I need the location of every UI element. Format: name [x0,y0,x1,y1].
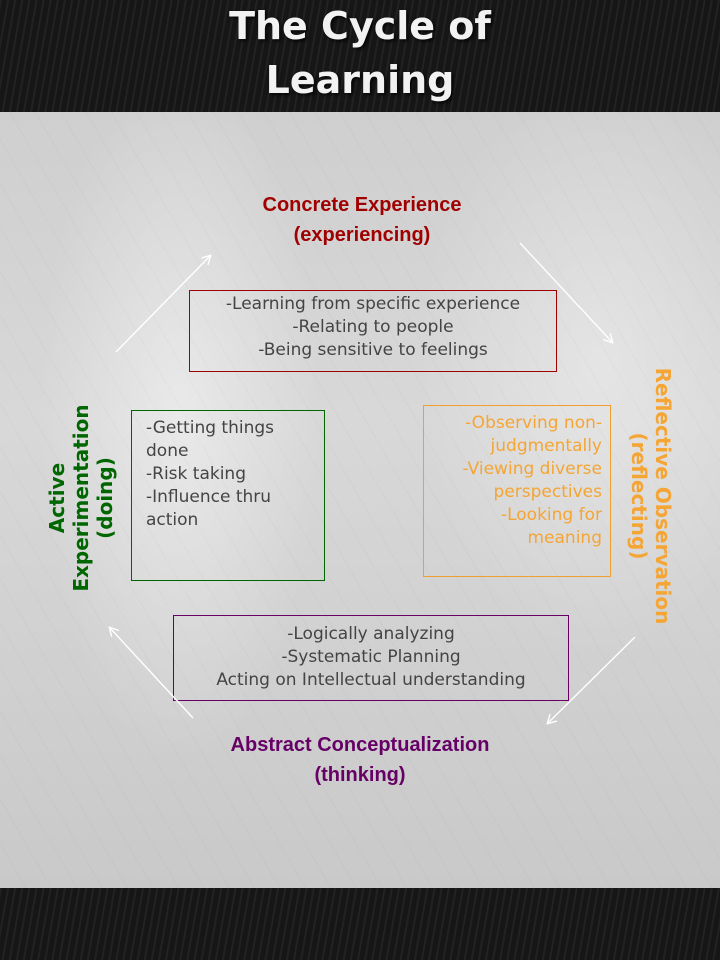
slide-title-line-2: Learning [265,58,455,102]
arrow-abstract-to-active [110,628,194,719]
concrete-experience-box: -Learning from specific experience -Rela… [189,290,557,372]
concrete-item: -Learning from specific experience [225,294,521,314]
slide-title-line-1: The Cycle of [229,4,491,48]
diagram-background [0,112,720,888]
arrow-reflective-to-abstract [548,636,636,723]
active-item: done [146,441,189,461]
concrete-item: -Being sensitive to feelings [258,340,488,360]
reflective-item: -Viewing diverse [462,459,602,479]
reflective-item: judgmentally [490,436,602,456]
footer-band [0,888,720,960]
reflective-item: meaning [527,528,603,548]
active-item: -Getting things [146,418,274,438]
reflective-item: -Looking for [500,505,602,525]
arrow-active-to-concrete [115,256,210,353]
reflective-observation-box: -Observing non- judgmentally -Viewing di… [423,405,611,577]
abstract-conceptualization-label: Abstract Conceptualization (thinking) [175,730,545,790]
concrete-experience-label: Concrete Experience (experiencing) [212,190,512,250]
arrow-concrete-to-reflective [519,242,612,342]
title-band [0,0,720,112]
abstract-conceptualization-box: -Logically analyzing -Systematic Plannin… [173,615,569,701]
active-experimentation-box: -Getting things done -Risk taking -Influ… [131,410,325,581]
active-item: -Risk taking [146,464,246,484]
concrete-item: -Relating to people [292,317,454,337]
abstract-conceptualization-sub: (thinking) [314,764,406,786]
abstract-item: -Systematic Planning [281,647,461,667]
reflective-item: perspectives [493,482,602,502]
concrete-experience-title: Concrete Experience [262,194,462,216]
active-item: action [146,510,199,530]
abstract-item: Acting on Intellectual understanding [216,670,526,690]
concrete-experience-sub: (experiencing) [293,224,431,246]
active-item: -Influence thru [146,487,272,507]
abstract-item: -Logically analyzing [287,624,455,644]
abstract-conceptualization-title: Abstract Conceptualization [230,734,490,756]
reflective-item: -Observing non- [465,413,602,433]
